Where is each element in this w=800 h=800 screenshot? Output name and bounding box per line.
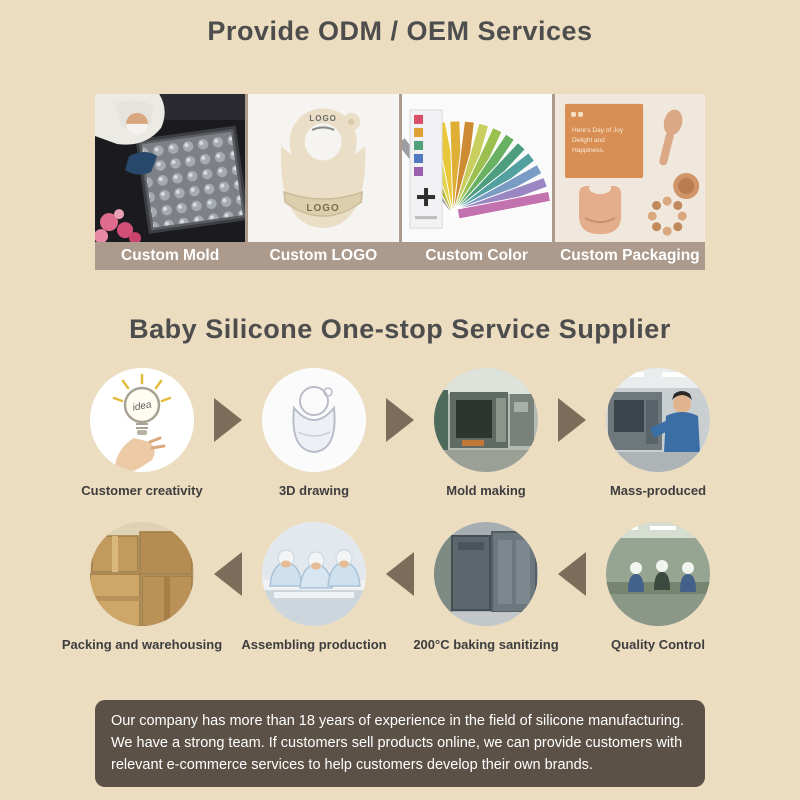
packing-warehousing-image (90, 522, 194, 626)
color-fan-illustration (401, 94, 552, 242)
section-title: Baby Silicone One-stop Service Supplier (129, 314, 671, 344)
packaging-card-line2: Delight and (572, 137, 605, 144)
step-mold-making: Mold making (420, 368, 552, 498)
step-quality-control: Quality Control (592, 522, 724, 652)
service-custom-logo: LOGO LOGO Custom LOGO (248, 94, 399, 270)
service-custom-color: Custom Color (401, 94, 552, 270)
bib-logo-illustration: LOGO LOGO (248, 94, 399, 242)
step-customer-creativity: idea Customer creativity (76, 368, 208, 498)
mass-produced-image (606, 368, 710, 472)
bib-logo-top-text: LOGO (310, 114, 338, 123)
step-label-packing-warehousing: Packing and warehousing (61, 637, 223, 652)
service-label-custom-mold: Custom Mold (121, 247, 220, 264)
assembly-workers-illustration (262, 522, 366, 626)
step-label-mass-produced: Mass-produced (609, 483, 707, 498)
service-label-custom-logo: Custom LOGO (269, 247, 378, 264)
bib-sketch-illustration (262, 368, 366, 472)
service-label-custom-packaging: Custom Packaging (560, 247, 700, 264)
step-label-customer-creativity: Customer creativity (81, 483, 203, 498)
step-packing-warehousing: Packing and warehousing (62, 522, 222, 652)
page-title: Provide ODM / OEM Services (207, 16, 593, 46)
packaging-card-line3: Happiness. (572, 147, 605, 154)
service-label-custom-color: Custom Color (425, 247, 528, 264)
step-label-mold-making: Mold making (446, 483, 526, 498)
arrow-left-icon (208, 552, 248, 596)
service-custom-mold: Custom Mold (95, 94, 246, 270)
step-3d-drawing: 3D drawing (248, 368, 380, 498)
quality-control-image (606, 522, 710, 626)
custom-color-image (401, 94, 552, 242)
quality-line-illustration (606, 522, 710, 626)
custom-logo-image: LOGO LOGO (248, 94, 399, 242)
arrow-left-icon (380, 552, 420, 596)
arrow-right-icon (552, 398, 592, 442)
factory-worker-illustration (606, 368, 710, 472)
arrow-right-icon (208, 398, 248, 442)
step-label-assembling-production: Assembling production (241, 637, 387, 652)
process-row-2: Packing and warehousing (0, 522, 800, 652)
step-baking-sanitizing: 200°C baking sanitizing (413, 522, 559, 652)
3d-drawing-image (262, 368, 366, 472)
process-row-1: idea Customer creativity (0, 368, 800, 498)
bib-logo-pocket-text: LOGO (307, 203, 340, 214)
baking-oven-illustration (434, 522, 538, 626)
packaging-card-line1: Here's Day of Joy (572, 127, 624, 134)
step-label-quality-control: Quality Control (611, 637, 705, 652)
machine-shop-illustration (434, 368, 538, 472)
footer-text: Our company has more than 18 years of ex… (111, 713, 685, 773)
mold-photo-illustration (95, 94, 246, 242)
baking-sanitizing-image (434, 522, 538, 626)
cardboard-boxes-illustration (90, 522, 194, 626)
step-label-3d-drawing: 3D drawing (278, 483, 350, 498)
service-custom-packaging: Here's Day of Joy Delight and Happiness. (554, 94, 705, 270)
idea-text: idea (132, 399, 153, 413)
footer-note: Our company has more than 18 years of ex… (95, 700, 705, 788)
arrow-right-icon (380, 398, 420, 442)
packaging-illustration: Here's Day of Joy Delight and Happiness. (554, 94, 705, 242)
idea-bulb-illustration: idea (90, 368, 194, 472)
mold-making-image (434, 368, 538, 472)
step-mass-produced: Mass-produced (592, 368, 724, 498)
custom-mold-image (95, 94, 246, 242)
assembling-production-image (262, 522, 366, 626)
services-gallery: Custom Mold LOGO LOGO Custom LOGO (95, 94, 705, 270)
arrow-left-icon (552, 552, 592, 596)
step-label-baking-sanitizing: 200°C baking sanitizing (413, 637, 559, 652)
customer-creativity-image: idea (90, 368, 194, 472)
custom-packaging-image: Here's Day of Joy Delight and Happiness. (554, 94, 705, 242)
step-assembling-production: Assembling production (241, 522, 387, 652)
